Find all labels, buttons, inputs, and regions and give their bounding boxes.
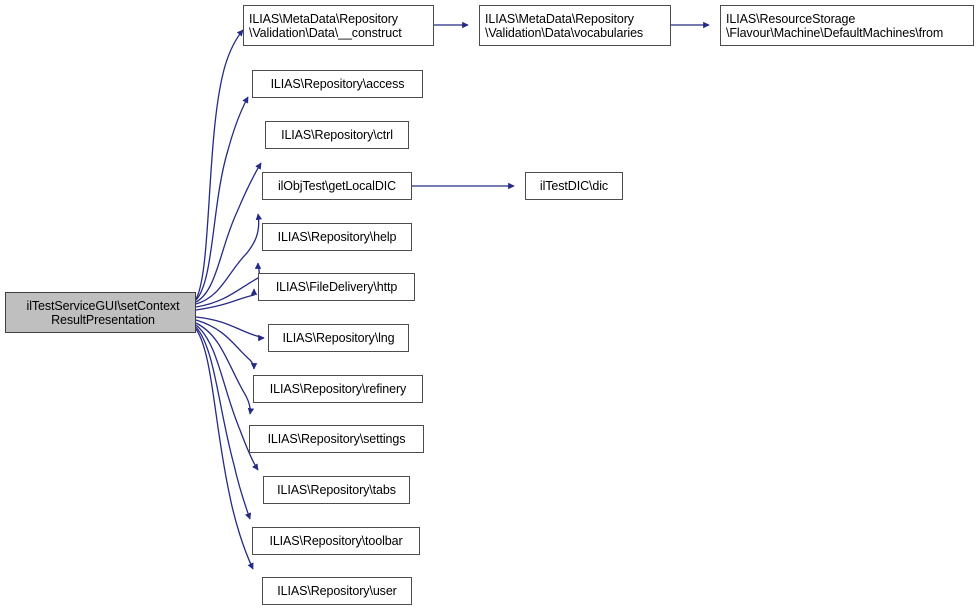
node-help[interactable]: ILIAS\Repository\help <box>262 223 412 251</box>
node-label-line1-construct: ILIAS\MetaData\Repository <box>249 11 398 26</box>
node-label-line1-help: ILIAS\Repository\help <box>277 230 397 244</box>
node-label-line2-vocabularies: \Validation\Data\vocabularies <box>485 25 644 40</box>
node-label-line1-refinery: ILIAS\Repository\refinery <box>269 382 407 396</box>
node-label-vocabularies: ILIAS\MetaData\Repository\Validation\Dat… <box>485 12 643 40</box>
node-label-line1-settings: ILIAS\Repository\settings <box>267 432 406 446</box>
edge-root-to-http <box>195 288 258 311</box>
node-label-settings: ILIAS\Repository\settings <box>268 432 406 446</box>
node-label-line1-http: ILIAS\FileDelivery\http <box>275 280 398 294</box>
node-label-lng: ILIAS\Repository\lng <box>283 331 395 345</box>
node-label-getlocaldic: ilObjTest\getLocalDIC <box>278 179 396 193</box>
node-vocabularies[interactable]: ILIAS\MetaData\Repository\Validation\Dat… <box>479 5 671 46</box>
node-label-http: ILIAS\FileDelivery\http <box>276 280 397 294</box>
edge-root-to-ctrl <box>195 162 262 303</box>
node-ctrl[interactable]: ILIAS\Repository\ctrl <box>265 121 409 149</box>
node-label-line1-root: ilTestServiceGUI\setContext <box>26 298 180 313</box>
node-label-user: ILIAS\Repository\user <box>277 584 397 598</box>
node-label-help: ILIAS\Repository\help <box>278 230 397 244</box>
node-label-line2-defaultmachines: \Flavour\Machine\DefaultMachines\from <box>726 25 944 40</box>
node-label-line1-getlocaldic: ilObjTest\getLocalDIC <box>277 179 397 193</box>
node-toolbar[interactable]: ILIAS\Repository\toolbar <box>252 527 420 555</box>
node-label-line1-vocabularies: ILIAS\MetaData\Repository <box>485 11 634 26</box>
node-label-refinery: ILIAS\Repository\refinery <box>269 382 407 396</box>
node-label-line1-lng: ILIAS\Repository\lng <box>282 331 395 345</box>
edge-root-to-lng <box>195 316 268 339</box>
node-tabs[interactable]: ILIAS\Repository\tabs <box>263 476 410 504</box>
edge-root-to-refinery <box>195 319 258 370</box>
node-label-line1-defaultmachines: ILIAS\ResourceStorage <box>726 11 856 26</box>
edge-root-to-getlocaldic <box>195 213 263 305</box>
edge-root-to-access <box>195 96 249 301</box>
node-refinery[interactable]: ILIAS\Repository\refinery <box>253 375 423 403</box>
edge-root-to-settings <box>195 322 255 415</box>
edge-root-to-user <box>195 328 254 570</box>
node-settings[interactable]: ILIAS\Repository\settings <box>249 425 424 453</box>
node-label-line1-testdic: ilTestDIC\dic <box>539 179 609 193</box>
node-testdic[interactable]: ilTestDIC\dic <box>525 172 623 200</box>
node-label-defaultmachines: ILIAS\ResourceStorage\Flavour\Machine\De… <box>726 12 943 40</box>
node-label-toolbar: ILIAS\Repository\toolbar <box>269 534 402 548</box>
node-access[interactable]: ILIAS\Repository\access <box>252 70 423 98</box>
node-label-line1-tabs: ILIAS\Repository\tabs <box>277 483 396 497</box>
node-label-line1-ctrl: ILIAS\Repository\ctrl <box>281 128 393 142</box>
node-label-line1-user: ILIAS\Repository\user <box>277 584 397 598</box>
node-label-access: ILIAS\Repository\access <box>271 77 405 91</box>
node-label-testdic: ilTestDIC\dic <box>540 179 608 193</box>
edge-root-to-help <box>195 262 262 308</box>
node-label-ctrl: ILIAS\Repository\ctrl <box>281 128 393 142</box>
node-lng[interactable]: ILIAS\Repository\lng <box>268 324 409 352</box>
node-label-construct: ILIAS\MetaData\Repository\Validation\Dat… <box>249 12 402 40</box>
node-http[interactable]: ILIAS\FileDelivery\http <box>258 273 415 301</box>
edge-root-to-toolbar <box>195 326 252 520</box>
node-defaultmachines[interactable]: ILIAS\ResourceStorage\Flavour\Machine\De… <box>720 5 974 46</box>
node-getlocaldic[interactable]: ilObjTest\getLocalDIC <box>262 172 412 200</box>
node-user[interactable]: ILIAS\Repository\user <box>262 577 412 605</box>
node-label-line2-root: ResultPresentation <box>51 312 155 327</box>
node-construct[interactable]: ILIAS\MetaData\Repository\Validation\Dat… <box>243 5 434 46</box>
node-label-tabs: ILIAS\Repository\tabs <box>277 483 396 497</box>
node-label-line2-construct: \Validation\Data\__construct <box>249 25 402 40</box>
edge-root-to-construct <box>195 29 244 300</box>
node-label-line1-toolbar: ILIAS\Repository\toolbar <box>269 534 403 548</box>
node-label-line1-access: ILIAS\Repository\access <box>270 77 405 91</box>
